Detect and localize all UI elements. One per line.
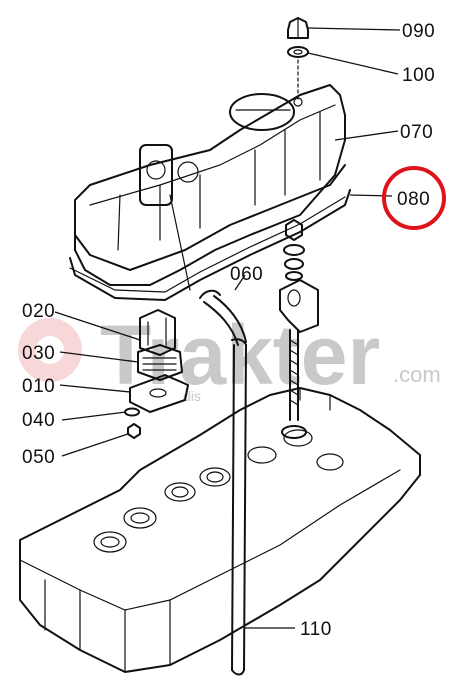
rocker-cover — [74, 84, 346, 286]
callout-040: 040 — [22, 410, 55, 431]
callout-090: 090 — [402, 21, 435, 42]
valve-base — [129, 374, 189, 413]
callout-110: 110 — [300, 619, 332, 640]
callout-100: 100 — [402, 65, 435, 86]
dipstick-tube — [231, 338, 247, 676]
valve-washer — [124, 407, 140, 417]
valve-ports — [93, 429, 344, 553]
valve-body — [137, 344, 183, 381]
stud-assembly — [279, 219, 319, 439]
callout-020: 020 — [22, 301, 55, 322]
callout-labels: 090 100 070 080 060 020 030 010 040 050 … — [22, 21, 435, 640]
valve-cap — [139, 309, 176, 356]
callout-050: 050 — [22, 447, 55, 468]
callout-030: 030 — [22, 343, 55, 364]
cylinder-head — [19, 387, 421, 673]
washer — [287, 46, 309, 58]
callout-010: 010 — [22, 376, 55, 397]
acorn-nut — [287, 17, 309, 39]
breather-boss — [139, 144, 173, 206]
bracket — [279, 279, 319, 333]
watermark-brand: Trakter — [100, 308, 380, 402]
callout-060: 060 — [230, 264, 263, 285]
highlight-circle — [382, 166, 446, 230]
watermark: Trakter .com dis — [18, 308, 441, 404]
watermark-suffix: .com — [393, 362, 441, 387]
callout-080: 080 — [397, 189, 430, 210]
valve-bolt — [127, 423, 141, 439]
oil-filler-cap — [229, 93, 295, 131]
watermark-gear-icon — [18, 318, 82, 382]
callout-070: 070 — [400, 122, 433, 143]
leader-lines — [54, 27, 401, 629]
